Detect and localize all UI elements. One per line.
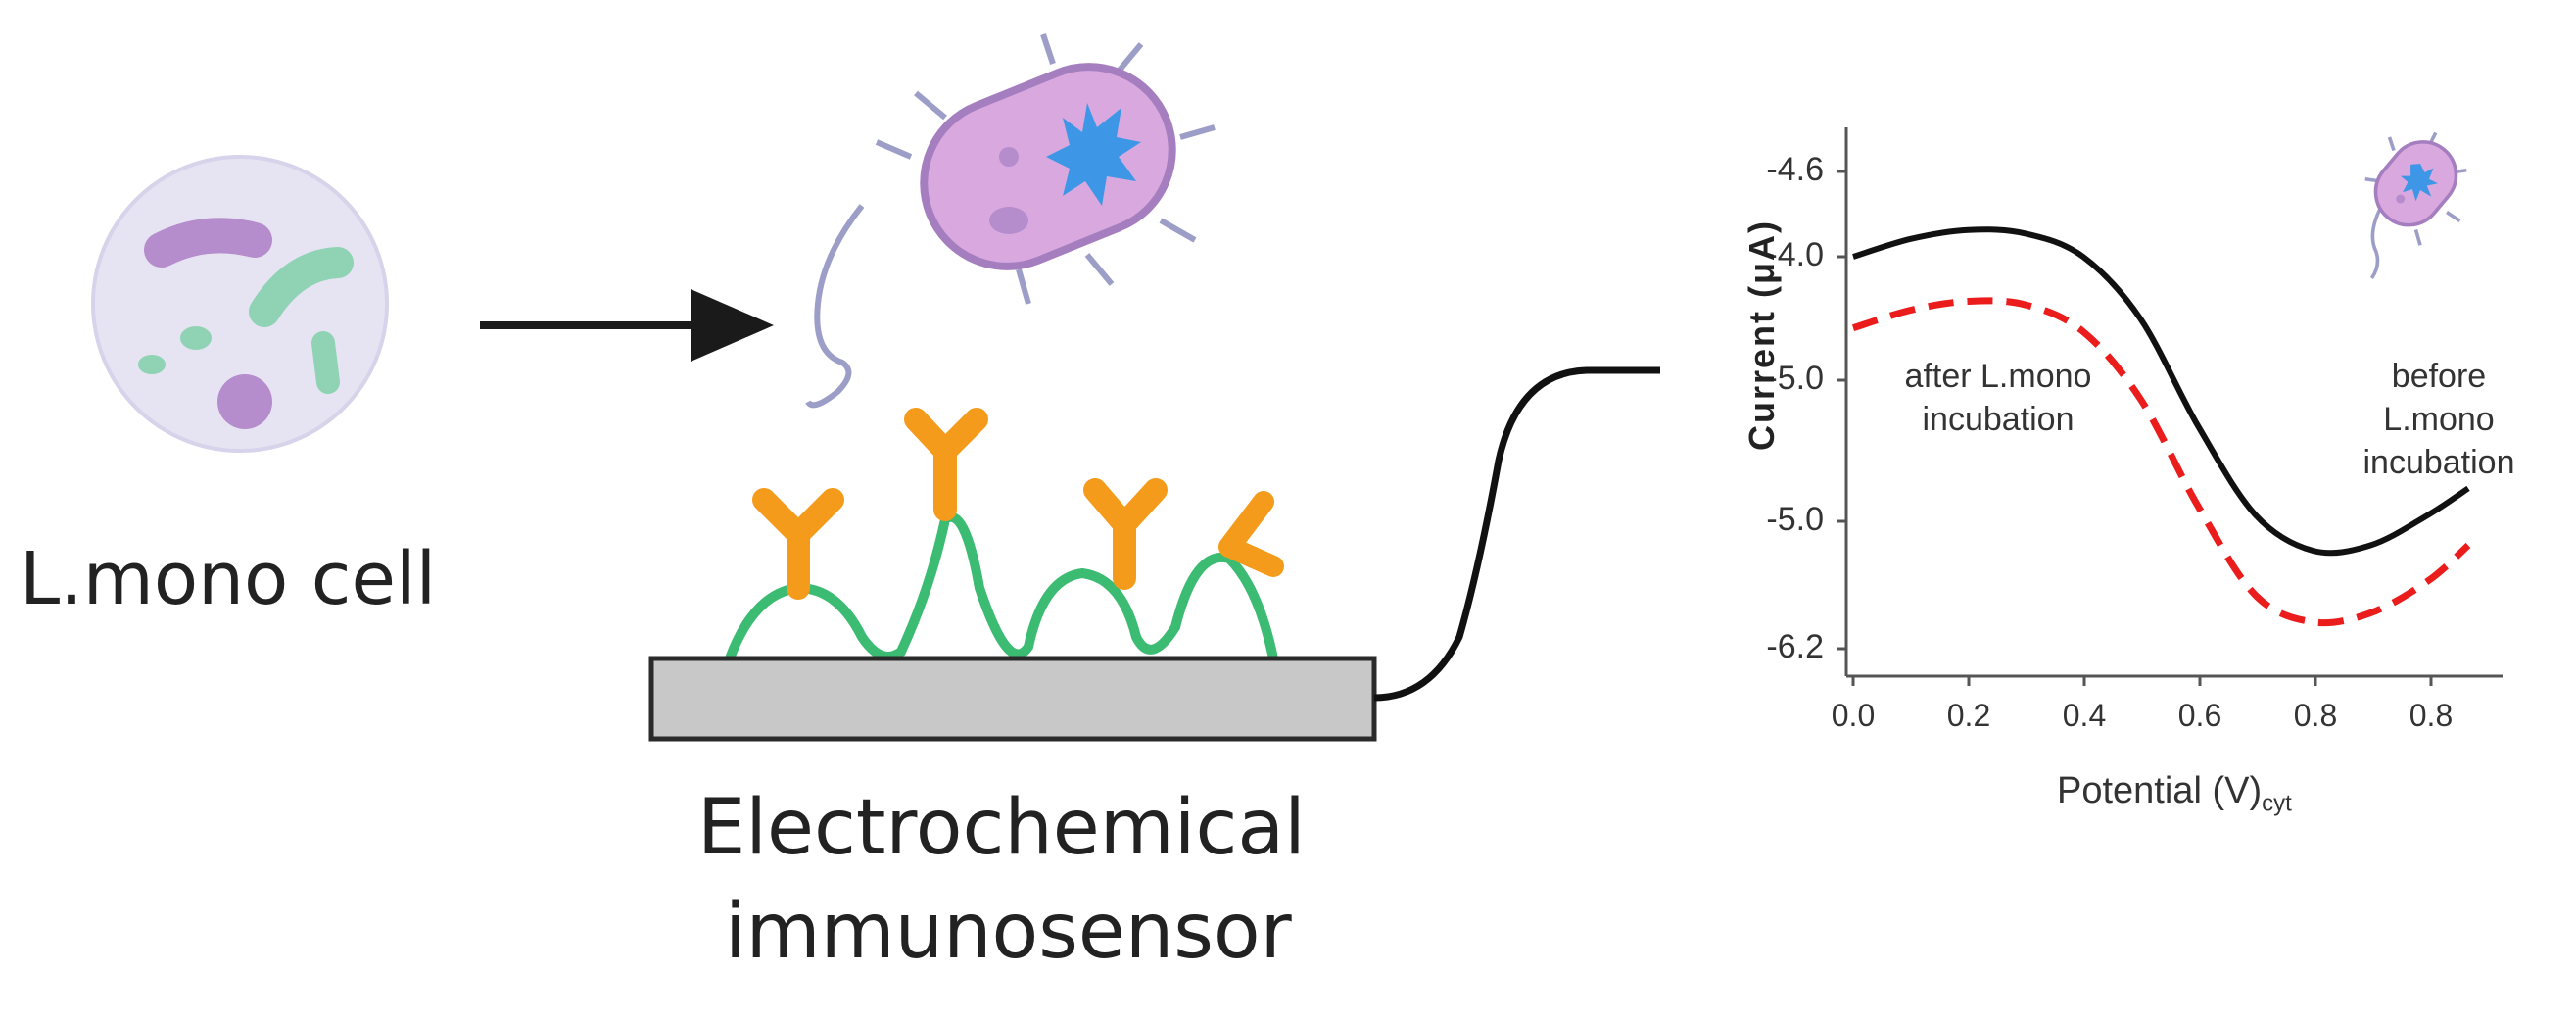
y-tick-label: -6.2 bbox=[1766, 628, 1824, 665]
x-tick-label: 0.2 bbox=[1946, 698, 1991, 733]
linker-chain bbox=[725, 512, 1278, 661]
sensor-label-line1: Electrochemical bbox=[697, 784, 1306, 872]
series-before-line bbox=[1852, 226, 2470, 557]
x-axis-label: Potential (V)cyt bbox=[2057, 770, 2292, 817]
y-tick-label: -5.0 bbox=[1766, 360, 1824, 397]
sensor-label-line2: immunosensor bbox=[725, 888, 1292, 976]
wire-icon bbox=[1373, 366, 1660, 702]
antibody-icon bbox=[752, 408, 1284, 600]
x-tick-label: 0.4 bbox=[2062, 698, 2107, 733]
petri-dish-icon bbox=[91, 155, 389, 453]
y-tick-label: -5.0 bbox=[1766, 501, 1824, 538]
immunosensor-icon bbox=[648, 366, 1660, 742]
arrow-icon bbox=[480, 289, 774, 362]
cell-label: L.mono cell bbox=[20, 537, 437, 621]
y-tick-label: -4.6 bbox=[1766, 151, 1824, 188]
small-bacterium-icon bbox=[2364, 131, 2467, 279]
electrode-icon bbox=[648, 656, 1377, 742]
x-tick-label: 0.6 bbox=[2177, 698, 2222, 733]
y-axis-label: Current (μA) bbox=[1741, 219, 1782, 451]
x-tick-label: 0.0 bbox=[1831, 698, 1876, 733]
x-tick-label: 0.8 bbox=[2409, 698, 2454, 733]
nucleus-icon bbox=[1046, 103, 1141, 206]
y-tick-label: -4.0 bbox=[1766, 236, 1824, 273]
bacterium-icon bbox=[805, 33, 1216, 409]
x-tick-label: 0.8 bbox=[2293, 698, 2338, 733]
series-after-line bbox=[1851, 297, 2471, 627]
plot-axes bbox=[1837, 127, 2503, 686]
annotation-after: after L.mono incubation bbox=[1904, 358, 2092, 438]
annotation-before: before L.mono incubation bbox=[2362, 358, 2515, 481]
